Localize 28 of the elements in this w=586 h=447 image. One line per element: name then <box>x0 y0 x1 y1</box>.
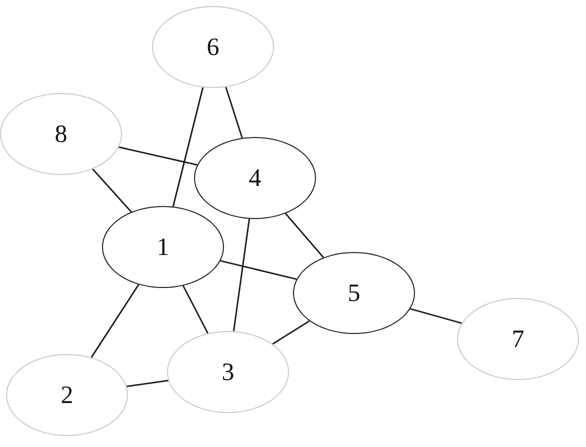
connector-line <box>272 320 310 345</box>
connector-line <box>118 146 198 166</box>
node-ellipse <box>457 298 579 380</box>
node-label: 5 <box>348 280 360 306</box>
node-ellipse <box>293 252 415 334</box>
connector-line <box>172 87 204 207</box>
node-ellipse <box>6 354 128 436</box>
node-label: 8 <box>54 122 68 146</box>
connector-line <box>90 284 140 358</box>
connector-line <box>232 218 250 332</box>
node-label: 2 <box>60 382 74 408</box>
connector-line <box>220 260 297 280</box>
connector-line <box>182 285 209 334</box>
node-label: 1 <box>156 234 170 260</box>
node-ellipse <box>167 331 289 413</box>
node-label: 7 <box>512 326 524 352</box>
connector-line <box>126 380 168 388</box>
node-ellipse <box>152 6 274 88</box>
connector-line <box>284 213 324 258</box>
connector-line <box>225 86 243 138</box>
node-label: 6 <box>206 34 220 60</box>
node-ellipse <box>102 206 224 288</box>
node-ellipse <box>0 93 122 175</box>
node-ellipse <box>194 137 316 219</box>
node-label: 4 <box>248 166 262 190</box>
node-label: 3 <box>222 360 234 384</box>
connector-line <box>92 168 132 212</box>
connector-line <box>410 308 462 324</box>
